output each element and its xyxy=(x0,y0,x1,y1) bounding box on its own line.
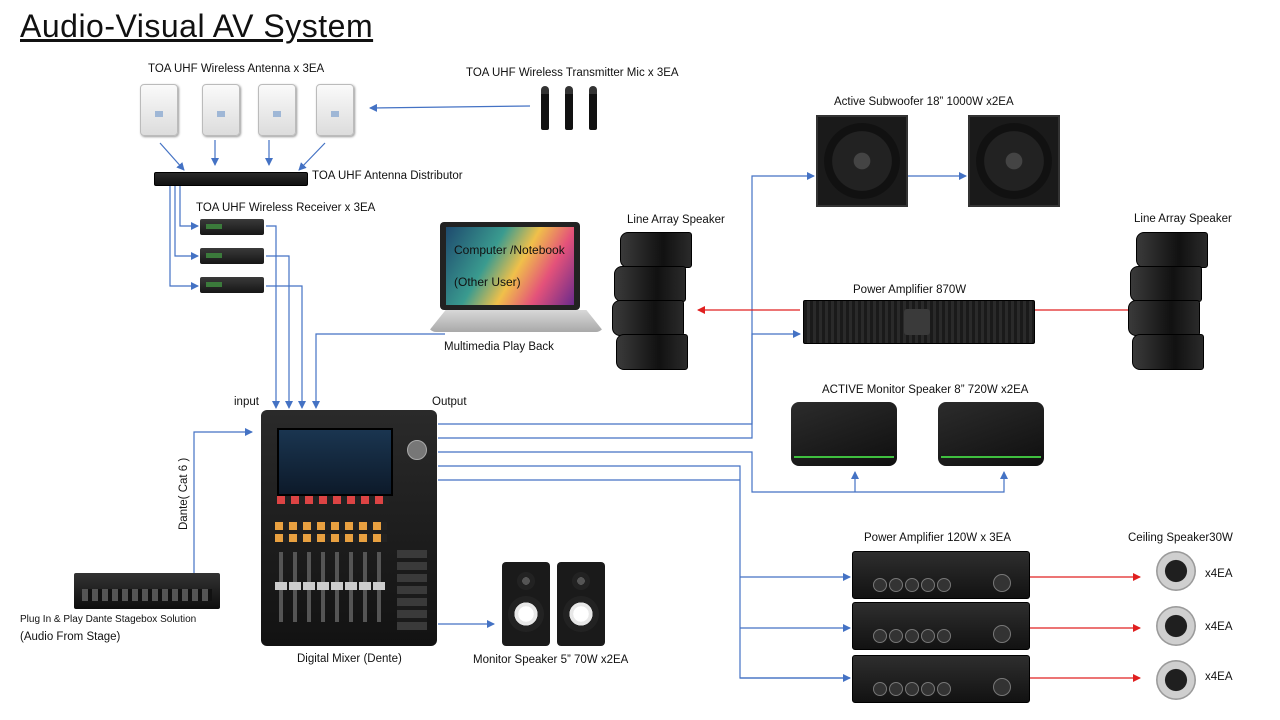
receiver-icon xyxy=(200,248,264,264)
wire-rx2-mixer xyxy=(266,255,293,409)
wire-laptop-mixer xyxy=(312,333,445,409)
label-distributor: TOA UHF Antenna Distributor xyxy=(312,170,463,182)
subwoofer-icon xyxy=(968,115,1060,207)
stagebox-icon xyxy=(74,573,220,609)
wire-antenna4 xyxy=(298,142,326,171)
page-title: Audio-Visual AV System xyxy=(20,8,374,44)
label-input: input xyxy=(234,396,259,408)
label-line-array-left: Line Array Speaker xyxy=(627,214,725,226)
power-amplifier-icon xyxy=(852,602,1030,650)
wire-dante xyxy=(193,428,253,576)
label-receiver: TOA UHF Wireless Receiver x 3EA xyxy=(196,202,376,214)
studio-monitor-icon xyxy=(557,562,605,646)
microphone-icon xyxy=(541,86,549,130)
label-computer: Computer /Notebook xyxy=(454,243,565,257)
wire-out-amp120 xyxy=(438,465,850,679)
label-multimedia: Multimedia Play Back xyxy=(444,341,554,353)
wire-rx1-mixer xyxy=(266,225,280,409)
wire-out-monitor xyxy=(438,451,1008,493)
receiver-icon xyxy=(200,219,264,235)
ceiling-speaker-icon xyxy=(1156,660,1196,700)
power-amplifier-icon xyxy=(852,655,1030,703)
label-ceiling-speaker: Ceiling Speaker30W xyxy=(1128,532,1233,544)
power-amplifier-icon xyxy=(803,300,1035,344)
wire-out-sub xyxy=(438,172,815,425)
wire-out-amp870 xyxy=(438,330,801,439)
label-subwoofer: Active Subwoofer 18” 1000W x2EA xyxy=(834,96,1014,108)
label-power-amp-870: Power Amplifier 870W xyxy=(853,284,967,296)
line-array-speaker-icon xyxy=(612,232,702,374)
antenna-icon xyxy=(202,84,240,136)
label-x4ea-3: x4EA xyxy=(1205,671,1233,683)
subwoofer-icon xyxy=(816,115,908,207)
label-other-user: (Other User) xyxy=(454,275,521,289)
wire-rx3-mixer xyxy=(266,285,306,409)
label-monitor-speaker: Monitor Speaker 5” 70W x2EA xyxy=(473,654,629,666)
label-audio-from-stage: (Audio From Stage) xyxy=(20,631,121,643)
monitor-wedge-icon xyxy=(938,402,1044,466)
digital-mixer-icon xyxy=(261,410,437,646)
ceiling-speaker-icon xyxy=(1156,606,1196,646)
label-stagebox: Plug In & Play Dante Stagebox Solution xyxy=(20,614,197,625)
wire-dist-rx2 xyxy=(174,186,199,260)
label-x4ea-2: x4EA xyxy=(1205,621,1233,633)
wire-mic-to-antenna xyxy=(369,103,531,112)
label-antenna: TOA UHF Wireless Antenna x 3EA xyxy=(148,63,325,75)
wire-dist-rx1 xyxy=(179,186,199,230)
antenna-icon xyxy=(140,84,178,136)
distributor-icon xyxy=(154,172,308,186)
label-mixer: Digital Mixer (Dente) xyxy=(297,653,402,665)
monitor-wedge-icon xyxy=(791,402,897,466)
receiver-icon xyxy=(200,277,264,293)
label-transmitter: TOA UHF Wireless Transmitter Mic x 3EA xyxy=(466,67,679,79)
label-dante: Dante( Cat 6 ) xyxy=(178,457,190,530)
line-array-speaker-icon xyxy=(1128,232,1218,374)
label-output: Output xyxy=(432,396,467,408)
laptop-icon xyxy=(428,222,604,340)
antenna-icon xyxy=(316,84,354,136)
power-amplifier-icon xyxy=(852,551,1030,599)
ceiling-speaker-icon xyxy=(1156,551,1196,591)
studio-monitor-icon xyxy=(502,562,550,646)
wire-dist-rx3 xyxy=(169,186,199,290)
label-active-monitor: ACTIVE Monitor Speaker 8” 720W x2EA xyxy=(822,384,1029,396)
wire-antenna1 xyxy=(159,142,185,171)
label-power-amp-120: Power Amplifier 120W x 3EA xyxy=(864,532,1012,544)
antenna-icon xyxy=(258,84,296,136)
microphone-icon xyxy=(589,86,597,130)
microphone-icon xyxy=(565,86,573,130)
label-x4ea-1: x4EA xyxy=(1205,568,1233,580)
label-line-array-right: Line Array Speaker xyxy=(1134,213,1232,225)
